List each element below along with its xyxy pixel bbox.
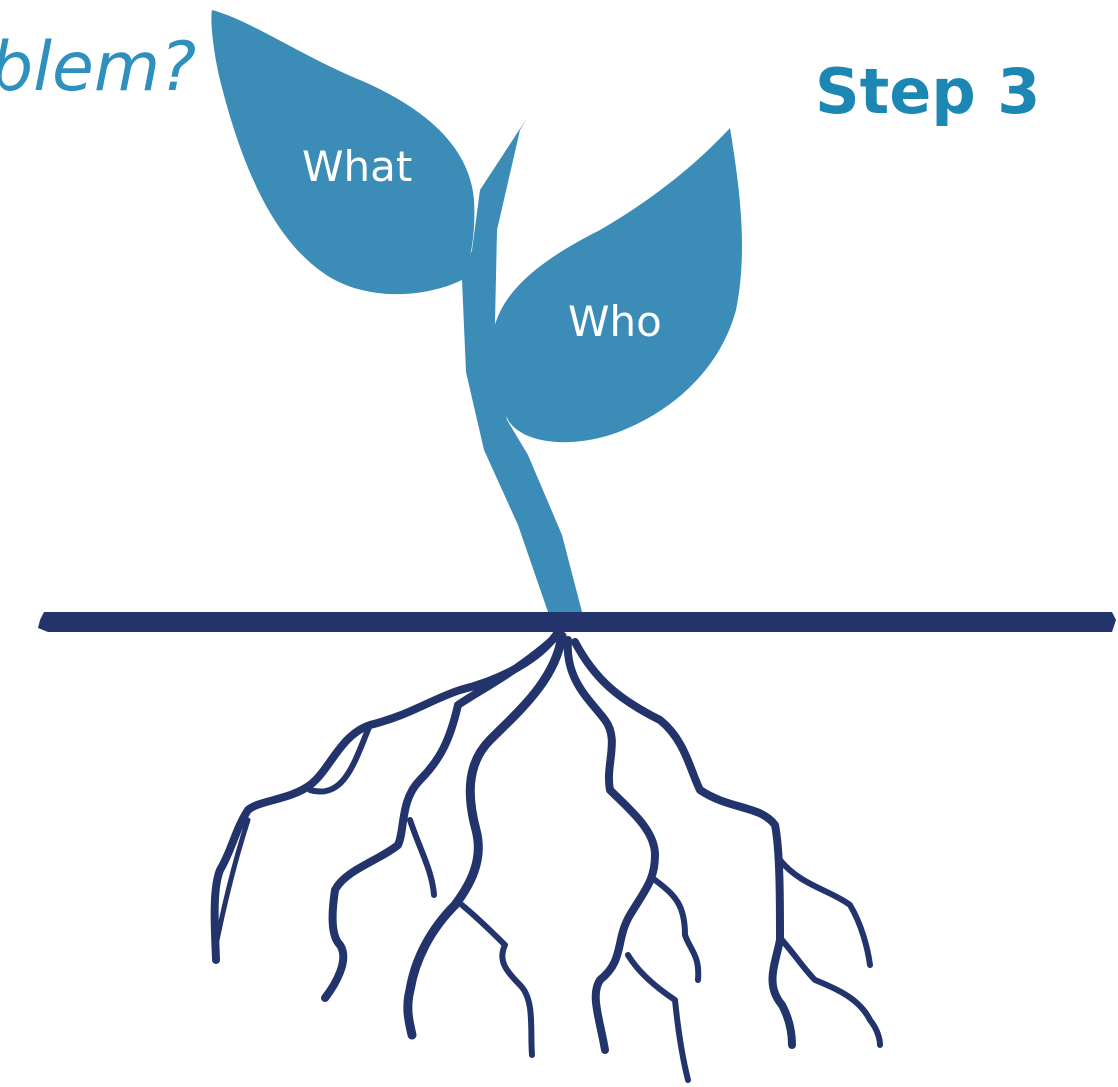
root-left-mid: [321, 631, 562, 1002]
root-right: [571, 638, 796, 1049]
root-left-mid-branch: [407, 817, 437, 898]
root-far-left: [210, 628, 562, 964]
root-far-left-twig: [212, 817, 251, 953]
root-center-right: [563, 636, 659, 1054]
root-right-branch: [777, 857, 873, 968]
roots: [210, 628, 883, 1083]
root-far-left-branch: [307, 722, 373, 795]
root-center-right-branch: [652, 877, 702, 983]
leaf-who: [495, 128, 743, 443]
root-center-left-branch: [459, 902, 535, 1058]
question-title: blem?: [0, 28, 197, 107]
root-center-left: [403, 631, 567, 1040]
plant-stem: [462, 118, 582, 612]
leaf-what: [211, 10, 475, 295]
step-label: Step 3: [815, 55, 1041, 128]
root-center-right-twig: [625, 952, 691, 1083]
leaf-what-label: What: [302, 142, 412, 191]
ground-line: [38, 612, 1116, 632]
root-right-twig: [779, 937, 883, 1048]
leaf-who-label: Who: [568, 297, 662, 346]
